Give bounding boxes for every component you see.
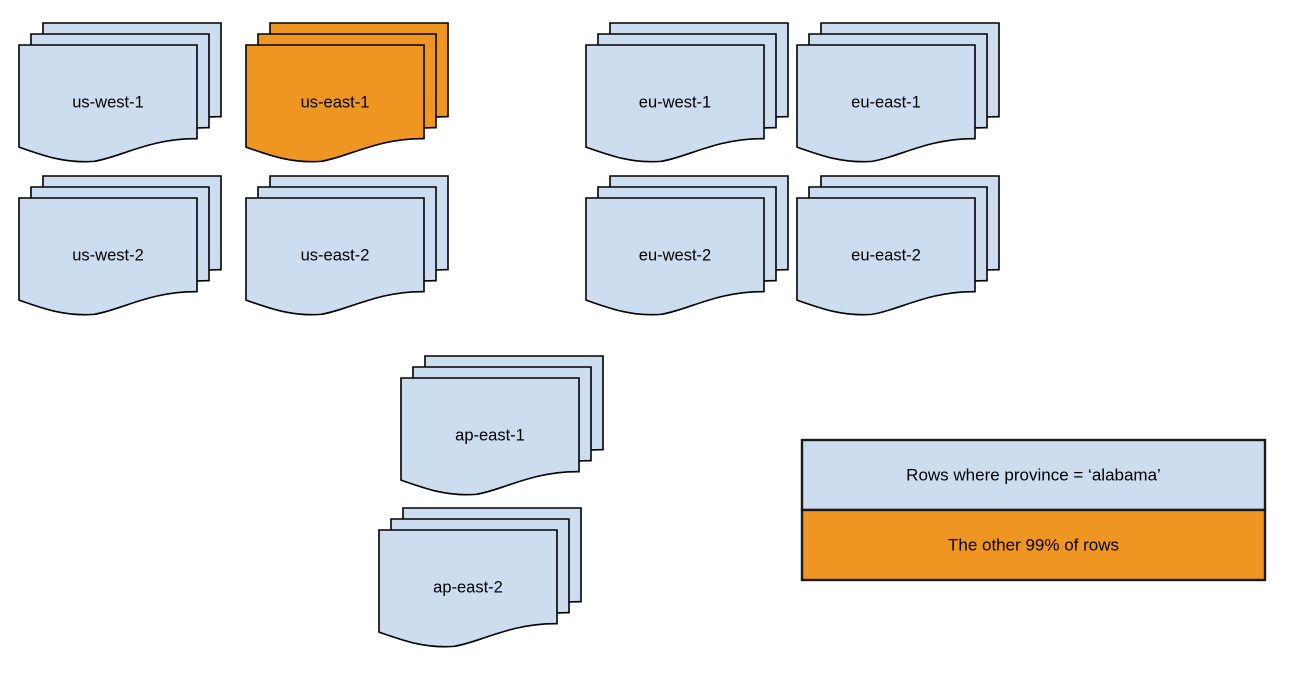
shard-label-eu-east-1: eu-east-1: [851, 93, 921, 111]
shard-label-us-east-1: us-east-1: [301, 93, 370, 111]
shard-label-eu-west-1: eu-west-1: [639, 93, 711, 111]
shard-stack-us-east-2[interactable]: us-east-2: [245, 175, 449, 316]
shard-sheet-front-ap-east-2: [378, 529, 558, 648]
shard-sheet-front-eu-west-2: [585, 197, 765, 316]
legend-row-other-label: The other 99% of rows: [948, 535, 1119, 554]
shard-sheet-front-us-west-2: [18, 197, 198, 316]
shard-label-us-west-1: us-west-1: [72, 93, 144, 111]
shard-label-ap-east-1: ap-east-1: [455, 426, 525, 444]
shard-stack-ap-east-2[interactable]: ap-east-2: [378, 507, 582, 648]
shard-stack-eu-west-1[interactable]: eu-west-1: [585, 22, 789, 163]
legend-row-other: The other 99% of rows: [800, 508, 1267, 582]
shard-sheet-front-eu-east-2: [796, 197, 976, 316]
legend-row-alabama: Rows where province = ‘alabama’: [800, 438, 1267, 512]
shard-label-eu-west-2: eu-west-2: [639, 246, 711, 264]
legend: Rows where province = ‘alabama’ The other…: [800, 438, 1267, 582]
shard-sheet-front-us-east-2: [245, 197, 425, 316]
shard-label-eu-east-2: eu-east-2: [851, 246, 921, 264]
legend-row-alabama-swatch: [800, 438, 1267, 512]
shard-sheet-front-us-west-1: [18, 44, 198, 163]
shard-stack-eu-west-2[interactable]: eu-west-2: [585, 175, 789, 316]
shard-sheet-front-eu-west-1: [585, 44, 765, 163]
shard-label-us-east-2: us-east-2: [301, 246, 370, 264]
shard-stack-us-east-1[interactable]: us-east-1: [245, 22, 449, 163]
shard-sheet-front-eu-east-1: [796, 44, 976, 163]
shard-stack-us-west-2[interactable]: us-west-2: [18, 175, 222, 316]
legend-row-alabama-label: Rows where province = ‘alabama’: [906, 465, 1161, 484]
shard-sheet-front-us-east-1: [245, 44, 425, 163]
shard-sheet-front-ap-east-1: [400, 377, 580, 496]
shard-stack-eu-east-1[interactable]: eu-east-1: [796, 22, 1000, 163]
shard-stack-ap-east-1[interactable]: ap-east-1: [400, 355, 604, 496]
legend-row-other-swatch: [800, 508, 1267, 582]
shard-label-us-west-2: us-west-2: [72, 246, 144, 264]
shard-stack-us-west-1[interactable]: us-west-1: [18, 22, 222, 163]
shard-label-ap-east-2: ap-east-2: [433, 578, 503, 596]
shard-stack-eu-east-2[interactable]: eu-east-2: [796, 175, 1000, 316]
shard-nodes-layer: us-west-1 us-east-1 eu-west-1 eu-east-1 us-w…: [18, 22, 1000, 648]
